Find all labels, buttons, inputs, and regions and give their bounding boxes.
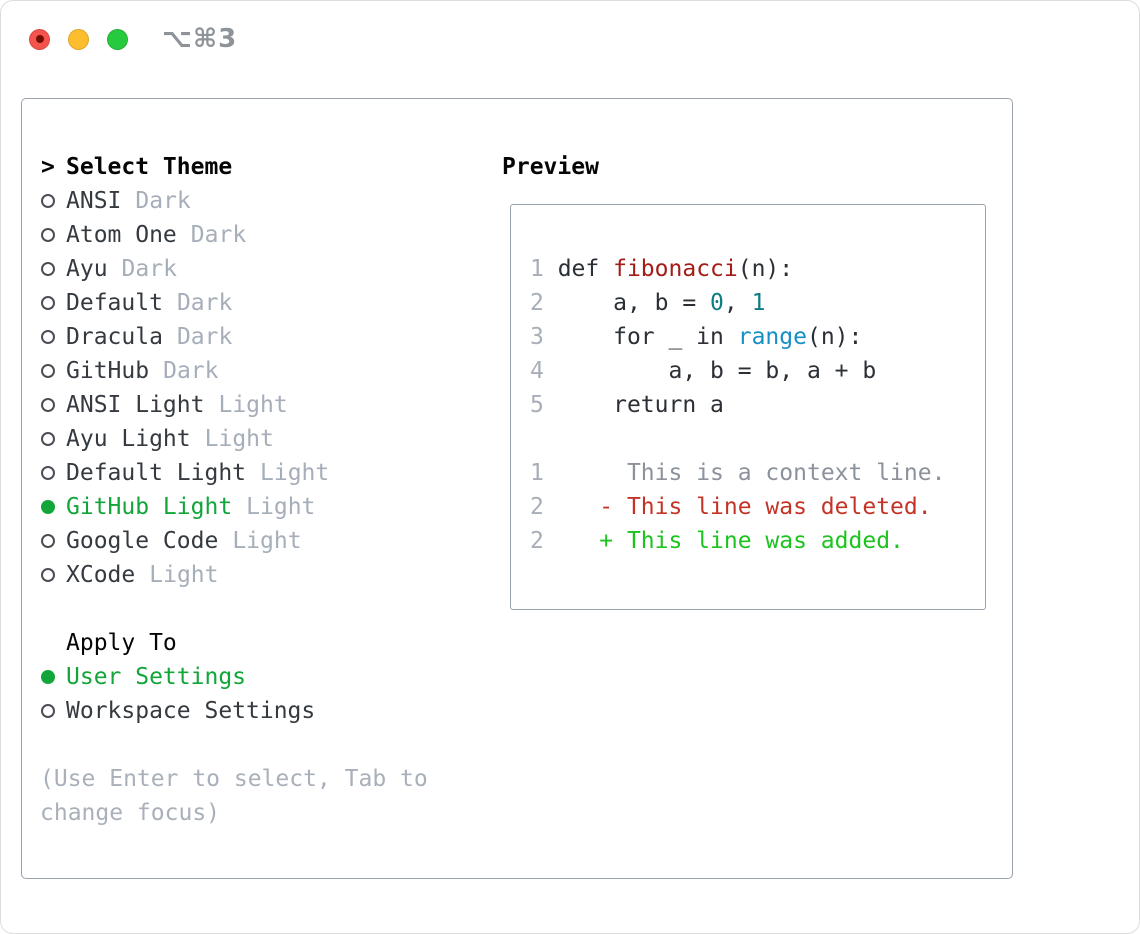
option-label: ANSI Light <box>66 392 205 418</box>
radio-icon <box>41 330 55 344</box>
theme-option-atom-one[interactable]: Atom One Dark <box>41 218 428 252</box>
help-text-line-1: (Use Enter to select, Tab to <box>40 766 428 792</box>
option-variant: Light <box>149 562 219 588</box>
theme-option-default[interactable]: Default Dark <box>41 286 428 320</box>
option-label: GitHub <box>66 358 150 384</box>
radio-icon <box>41 568 55 582</box>
theme-option-ayu-light[interactable]: Ayu Light Light <box>41 422 428 456</box>
apply-option-workspace-settings[interactable]: Workspace Settings <box>41 694 428 728</box>
radio-icon <box>41 398 55 412</box>
radio-icon <box>41 704 55 718</box>
theme-option-dracula[interactable]: Dracula Dark <box>41 320 428 354</box>
theme-list: ANSI Dark Atom One Dark Ayu Dark Default… <box>41 184 428 592</box>
radio-icon <box>41 534 55 548</box>
code-line: 4 a, b = b, a + b <box>530 358 877 384</box>
radio-icon <box>41 670 55 684</box>
apply-option-user-settings[interactable]: User Settings <box>41 660 428 694</box>
option-label: ANSI <box>66 188 122 214</box>
radio-icon <box>41 262 55 276</box>
option-variant: Dark <box>121 256 177 282</box>
radio-icon <box>41 194 55 208</box>
theme-list-title: Select Theme <box>66 154 233 180</box>
apply-to-list: User Settings Workspace Settings <box>41 660 428 728</box>
minimize-button-icon[interactable] <box>68 28 89 50</box>
radio-icon <box>41 466 55 480</box>
option-label: XCode <box>66 562 136 588</box>
preview-header: Preview <box>502 154 599 180</box>
option-label: Workspace Settings <box>66 698 316 724</box>
theme-list-header: > Select Theme <box>41 150 428 184</box>
spacer <box>41 728 428 762</box>
option-label: Google Code <box>66 528 219 554</box>
code-line: 2 a, b = 0, 1 <box>530 290 766 316</box>
option-variant: Light <box>260 460 330 486</box>
theme-option-google-code[interactable]: Google Code Light <box>41 524 428 558</box>
option-variant: Light <box>232 528 302 554</box>
theme-picker-panel: > Select Theme ANSI Dark Atom One Dark A… <box>21 98 1013 879</box>
radio-icon <box>41 364 55 378</box>
option-label: Default <box>66 290 163 316</box>
option-label: Dracula <box>66 324 163 350</box>
help-text-line-2: change focus) <box>40 800 221 826</box>
zoom-button-icon[interactable] <box>107 28 128 50</box>
option-variant: Dark <box>176 324 233 350</box>
option-variant: Dark <box>176 290 233 316</box>
radio-icon <box>41 228 55 242</box>
close-button-icon[interactable] <box>29 28 50 50</box>
option-variant: Light <box>246 494 316 520</box>
close-dot-icon <box>35 35 44 43</box>
option-label: Ayu <box>66 256 108 282</box>
code-line: 1 This is a context line. <box>530 460 946 486</box>
code-line: 5 return a <box>530 392 724 418</box>
traffic-lights <box>29 28 128 50</box>
option-label: Atom One <box>66 222 177 248</box>
option-label: Default Light <box>66 460 247 486</box>
option-variant: Light <box>218 392 288 418</box>
option-variant: Dark <box>163 358 219 384</box>
code-line: 1 def fibonacci(n): <box>530 256 794 282</box>
option-variant: Light <box>204 426 274 452</box>
code-line <box>530 422 985 456</box>
theme-option-ayu[interactable]: Ayu Dark <box>41 252 428 286</box>
code-line: 3 for _ in range(n): <box>530 324 863 350</box>
option-variant: Dark <box>135 188 191 214</box>
spacer <box>41 592 428 626</box>
radio-icon <box>41 296 55 310</box>
option-variant: Dark <box>190 222 247 248</box>
focus-prompt-icon: > <box>41 154 55 180</box>
option-label: User Settings <box>66 664 247 690</box>
theme-option-default-light[interactable]: Default Light Light <box>41 456 428 490</box>
theme-option-ansi[interactable]: ANSI Dark <box>41 184 428 218</box>
left-column: > Select Theme ANSI Dark Atom One Dark A… <box>40 150 428 830</box>
theme-option-github-light[interactable]: GitHub Light Light <box>41 490 428 524</box>
preview-box: 1 def fibonacci(n): 2 a, b = 0, 1 3 for _ … <box>510 204 986 610</box>
code-line: 2 - This line was deleted. <box>530 494 932 520</box>
window-title: ⌥⌘3 <box>162 24 238 54</box>
code-line: 2 + This line was added. <box>530 528 904 554</box>
theme-option-xcode[interactable]: XCode Light <box>41 558 428 592</box>
theme-option-ansi-light[interactable]: ANSI Light Light <box>41 388 428 422</box>
preview-code: 1 def fibonacci(n): 2 a, b = 0, 1 3 for _ … <box>511 205 985 558</box>
apply-to-title: Apply To <box>66 630 177 656</box>
titlebar: ⌥⌘3 <box>1 1 1139 77</box>
option-label: GitHub Light <box>66 494 233 520</box>
radio-icon <box>41 432 55 446</box>
radio-icon <box>41 500 55 514</box>
theme-option-github[interactable]: GitHub Dark <box>41 354 428 388</box>
apply-to-header: Apply To <box>41 626 428 660</box>
option-label: Ayu Light <box>66 426 191 452</box>
